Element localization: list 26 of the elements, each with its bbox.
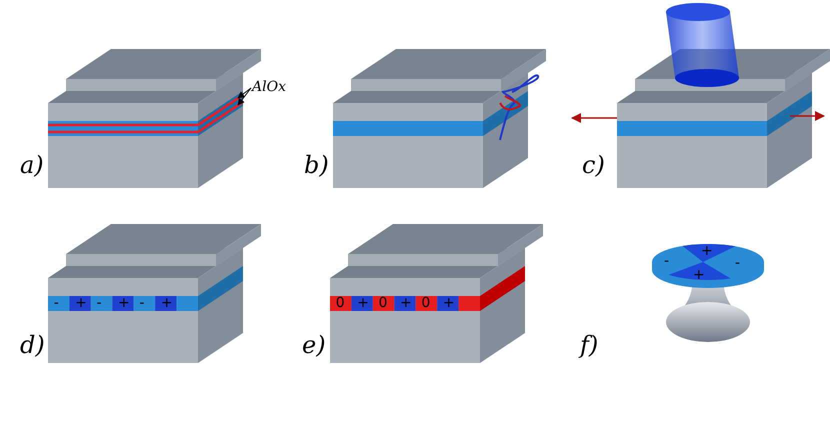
charge-sign: 0 <box>336 296 345 310</box>
charge-sign: 0 <box>378 296 388 310</box>
panel-label: f) <box>580 333 598 357</box>
charge-sign: + <box>693 268 705 282</box>
charge-sign: - <box>96 296 102 310</box>
charge-sign: - <box>139 296 144 310</box>
charge-sign: - <box>735 256 740 270</box>
panel-label: c) <box>582 153 605 177</box>
charge-sign: + <box>442 296 455 310</box>
charge-sign: + <box>701 244 713 258</box>
charge-sign: - <box>54 296 59 310</box>
charge-sign: - <box>664 254 670 268</box>
panel-label: a) <box>20 153 44 177</box>
oxide-layer <box>48 100 244 134</box>
charge-sign: + <box>118 296 130 310</box>
charge-sign: + <box>357 296 369 310</box>
leader-line <box>238 88 252 106</box>
charge-sign: + <box>400 296 412 310</box>
panel-label: d) <box>20 333 45 357</box>
panel-label: e) <box>302 333 326 357</box>
charge-sign: + <box>160 296 173 310</box>
charge-sign: + <box>75 296 87 310</box>
charge-sign: 0 <box>421 296 430 310</box>
panel-label: b) <box>304 153 329 177</box>
leader-line <box>237 88 252 98</box>
callout-label: AlOx <box>252 80 286 94</box>
